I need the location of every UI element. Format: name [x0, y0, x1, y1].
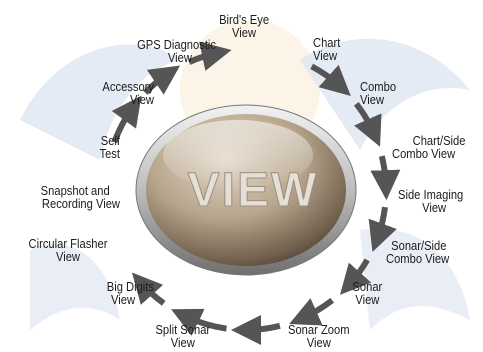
- view-button-label[interactable]: VIEW: [168, 163, 338, 218]
- cycle-arrow-6: [303, 300, 332, 318]
- cycle-arrow-7: [246, 326, 280, 330]
- cycle-arrow-3: [382, 156, 386, 185]
